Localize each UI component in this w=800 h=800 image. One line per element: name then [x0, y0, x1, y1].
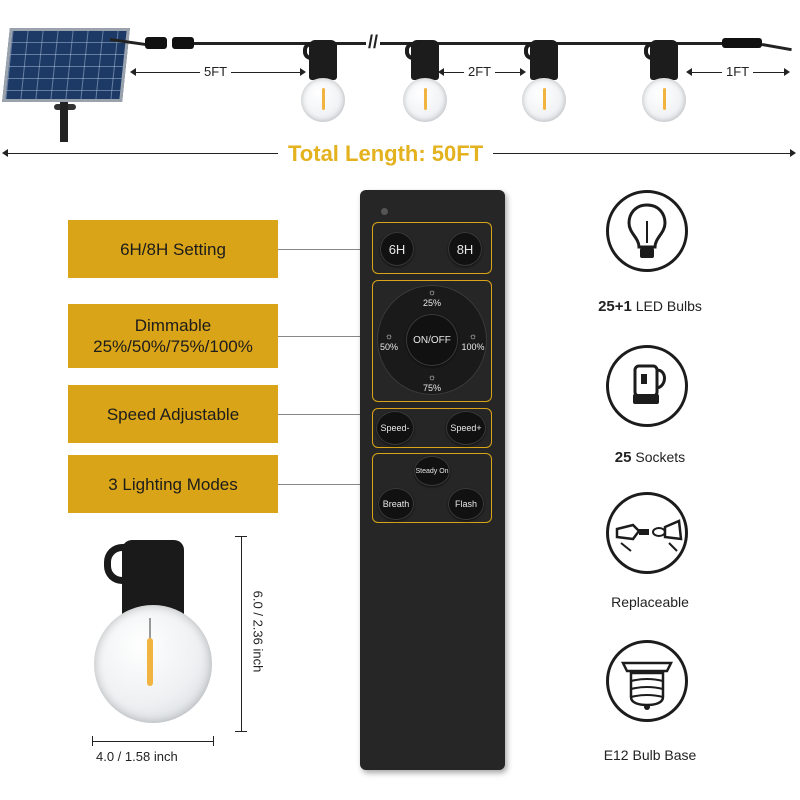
- end-wire: [761, 43, 792, 52]
- string-socket: [411, 40, 439, 80]
- feature-bulbs-text: LED Bulbs: [631, 298, 702, 314]
- feature-replace-circle: [606, 492, 688, 574]
- width-measure-label: 4.0 / 1.58 inch: [96, 749, 178, 764]
- callout-dimmable-title: Dimmable: [134, 316, 212, 335]
- string-socket: [650, 40, 678, 80]
- dimension-2ft-label: 2FT: [464, 64, 496, 79]
- replace-icon: [615, 519, 683, 552]
- callout-setting: 6H/8H Setting: [68, 220, 278, 278]
- callout-connector: [278, 414, 372, 415]
- callout-dimmable-levels: 25%/50%/75%/100%: [93, 337, 253, 356]
- callout-modes: 3 Lighting Modes: [68, 455, 278, 513]
- height-measure-label: 6.0 / 2.36 inch: [250, 590, 266, 673]
- feature-replaceable-text: Replaceable: [611, 594, 689, 610]
- end-connector: [722, 38, 762, 48]
- string-wire: [194, 42, 722, 45]
- feature-replaceable-label: Replaceable: [580, 594, 720, 611]
- feature-sockets-text: Sockets: [631, 449, 686, 465]
- timer-6h-button[interactable]: 6H: [380, 232, 414, 266]
- callout-connector: [278, 484, 372, 485]
- bulb-filament: [424, 88, 427, 110]
- width-measure-line: [92, 741, 214, 742]
- flash-button[interactable]: Flash: [448, 488, 484, 520]
- callout-modes-text: 3 Lighting Modes: [108, 474, 238, 494]
- feature-bulb-circle: [606, 190, 688, 272]
- brightness-50-button[interactable]: 50%: [379, 342, 398, 352]
- remote-indicator-led: [381, 208, 388, 215]
- callout-connector: [278, 336, 372, 337]
- brightness-100-icon: ☼: [468, 331, 478, 341]
- string-socket: [309, 40, 337, 80]
- feature-bulbs-count: 25+1: [598, 298, 632, 315]
- brightness-75-icon: ☼: [427, 372, 437, 382]
- height-measure-tick: [235, 731, 247, 732]
- string-socket: [530, 40, 558, 80]
- brightness-25-button[interactable]: 25%: [422, 298, 441, 308]
- dimension-1ft-label: 1FT: [722, 64, 754, 79]
- g40-bulb: [94, 605, 212, 723]
- bulb-filament: [322, 88, 325, 110]
- feature-sockets-label: 25 Sockets: [580, 449, 720, 466]
- brightness-50-icon: ☼: [384, 331, 394, 341]
- bulb-filament: [543, 88, 546, 110]
- width-measure-tick: [92, 736, 93, 746]
- callout-dimmable: Dimmable 25%/50%/75%/100%: [68, 304, 278, 368]
- bulb-base-icon: [620, 661, 674, 710]
- speed-button-group: [372, 408, 492, 448]
- total-length-label: Total Length: 50FT: [278, 141, 494, 167]
- speed-minus-button[interactable]: Speed-: [376, 411, 414, 445]
- brightness-100-button[interactable]: 100%: [461, 342, 485, 352]
- feature-base-circle: [606, 640, 688, 722]
- cable-connector: [172, 37, 194, 49]
- callout-speed: Speed Adjustable: [68, 385, 278, 443]
- bulb-filament: [147, 638, 153, 686]
- feature-base-label: E12 Bulb Base: [580, 747, 720, 764]
- bulb-stem: [149, 618, 151, 640]
- timer-8h-button[interactable]: 8H: [448, 232, 482, 266]
- callout-setting-text: 6H/8H Setting: [120, 239, 226, 259]
- brightness-75-button[interactable]: 75%: [422, 383, 441, 393]
- feature-base-text: E12 Bulb Base: [603, 747, 697, 763]
- on-off-button[interactable]: ON/OFF: [406, 314, 458, 366]
- bulb-icon: [627, 203, 667, 258]
- timer-button-group: [372, 222, 492, 274]
- feature-sockets-count: 25: [614, 449, 632, 466]
- bulb-filament: [663, 88, 666, 110]
- bulb-socket-hook: [104, 544, 130, 584]
- socket-icon: [633, 364, 666, 404]
- dimension-5ft-label: 5FT: [200, 64, 232, 79]
- height-measure-line: [241, 536, 242, 732]
- callout-speed-text: Speed Adjustable: [106, 404, 240, 424]
- mode-button-group: [372, 453, 492, 523]
- breath-button[interactable]: Breath: [378, 488, 414, 520]
- speed-plus-button[interactable]: Speed+: [446, 411, 486, 445]
- steady-on-button[interactable]: Steady On: [414, 456, 450, 486]
- brightness-25-icon: ☼: [427, 287, 437, 297]
- dimming-button-group: [372, 280, 492, 402]
- width-measure-tick: [213, 736, 214, 746]
- break-mark: //: [366, 32, 381, 53]
- feature-socket-circle: [606, 345, 688, 427]
- panel-stake: [60, 102, 68, 142]
- callout-connector: [278, 249, 372, 250]
- cable-connector: [145, 37, 167, 49]
- height-measure-tick: [235, 536, 247, 537]
- feature-bulbs-label: 25+1 LED Bulbs: [580, 298, 720, 315]
